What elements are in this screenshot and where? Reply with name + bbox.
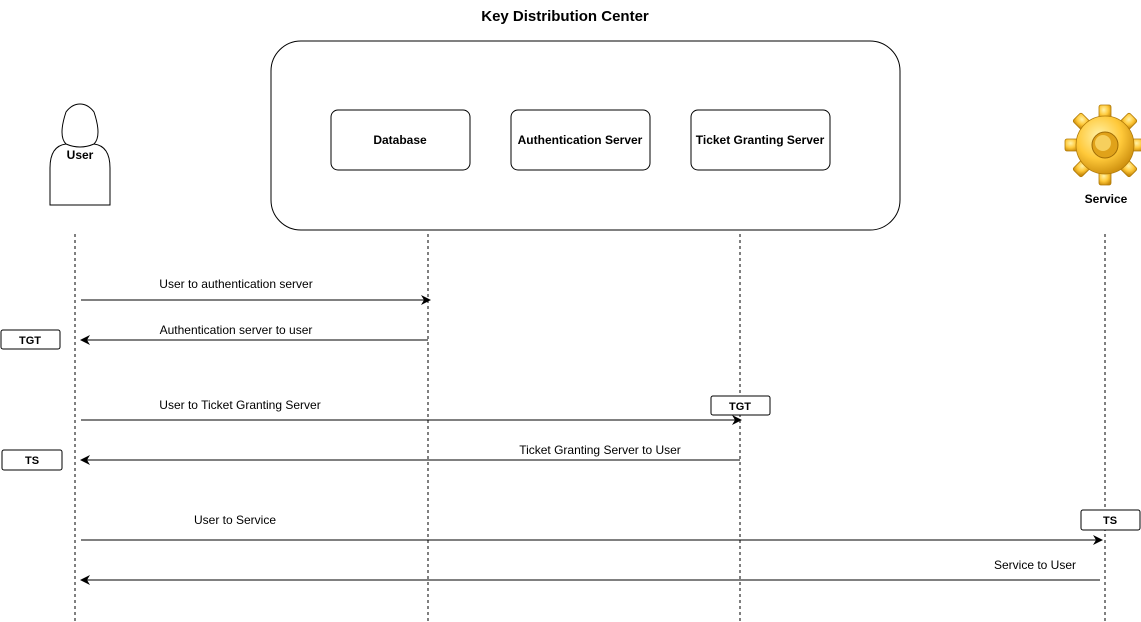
message-label: User to Ticket Granting Server [159, 398, 320, 412]
svg-text:TGT: TGT [19, 335, 41, 347]
message-label: Ticket Granting Server to User [519, 443, 681, 457]
user-label: User [67, 148, 94, 162]
ticket-granting-server-label: Ticket Granting Server [696, 133, 825, 147]
user-actor-icon [49, 103, 111, 206]
tgt-ticket-badge: TGT [710, 395, 771, 416]
tgt-ticket-badge: TGT [0, 329, 61, 350]
svg-text:TS: TS [1103, 515, 1117, 527]
message-label: User to Service [194, 513, 276, 527]
database-box: Database [330, 109, 471, 171]
authentication-server-label: Authentication Server [518, 133, 643, 147]
kdc-container [270, 40, 901, 231]
diagram-title: Key Distribution Center [481, 8, 649, 25]
svg-text:TGT: TGT [729, 401, 751, 413]
gear-icon [1064, 104, 1141, 186]
svg-text:TS: TS [25, 455, 39, 467]
ts-ticket-badge: TS [1, 449, 63, 471]
ticket-granting-server-box: Ticket Granting Server [690, 109, 831, 171]
message-label: Authentication server to user [160, 323, 313, 337]
message-label: User to authentication server [159, 277, 312, 291]
message-label: Service to User [994, 558, 1076, 572]
service-label: Service [1085, 192, 1128, 206]
authentication-server-box: Authentication Server [510, 109, 651, 171]
database-label: Database [373, 133, 427, 147]
ts-ticket-badge: TS [1080, 509, 1141, 531]
